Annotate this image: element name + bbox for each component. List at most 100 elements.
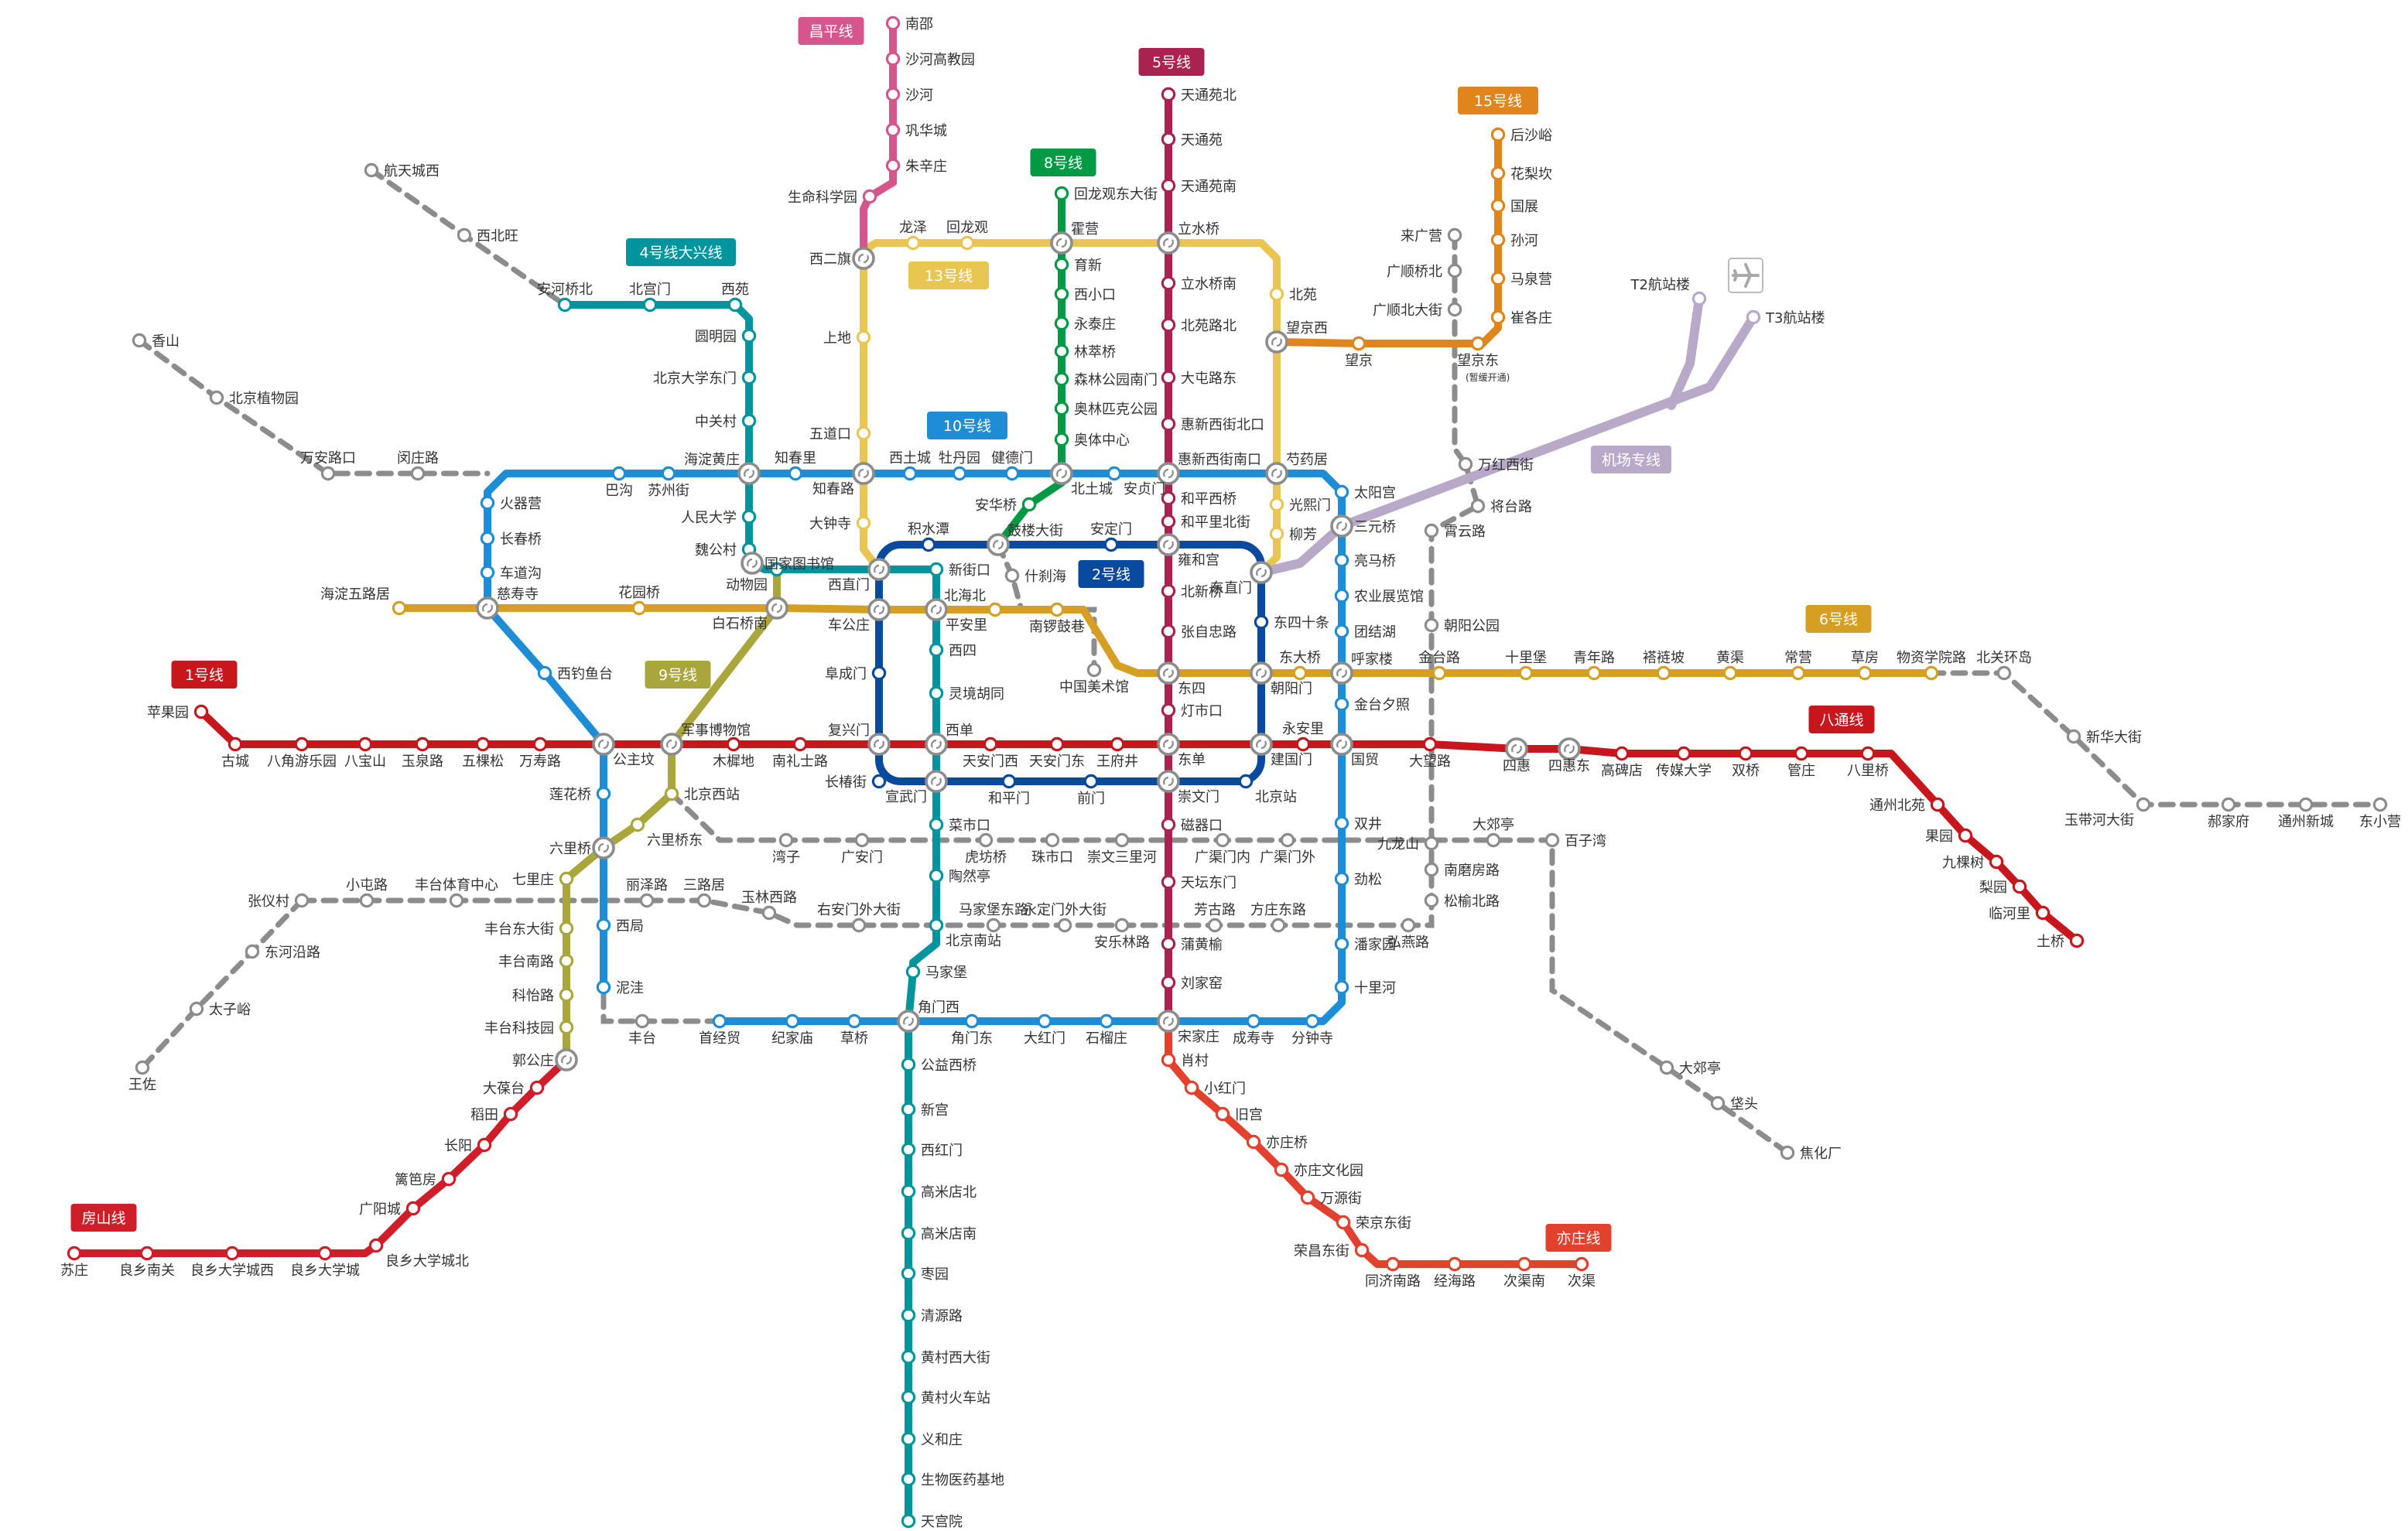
planned-station[interactable] (1470, 498, 1486, 514)
planned-station[interactable] (135, 1060, 150, 1075)
station[interactable] (67, 1246, 82, 1261)
station[interactable] (503, 1106, 518, 1122)
transfer-station[interactable] (737, 462, 761, 485)
planned-station[interactable] (1086, 662, 1102, 678)
station[interactable] (1336, 1215, 1351, 1230)
station[interactable] (317, 1246, 333, 1261)
station[interactable] (1300, 1190, 1315, 1205)
station[interactable] (1161, 275, 1176, 291)
station[interactable] (1021, 497, 1037, 512)
station[interactable] (1334, 552, 1349, 568)
planned-station[interactable] (1710, 1095, 1726, 1111)
planned-station[interactable] (986, 918, 1001, 933)
station[interactable] (1004, 466, 1020, 481)
station[interactable] (1746, 309, 1761, 325)
station[interactable] (1738, 746, 1753, 761)
planned-station[interactable] (2372, 797, 2388, 812)
station[interactable] (871, 665, 887, 681)
station[interactable] (1470, 336, 1486, 351)
station[interactable] (1334, 815, 1349, 831)
planned-station[interactable] (209, 390, 224, 405)
transfer-station[interactable] (592, 733, 615, 756)
station[interactable] (929, 685, 944, 701)
station[interactable] (921, 537, 936, 552)
planned-station[interactable] (359, 893, 375, 908)
station[interactable] (294, 736, 310, 752)
line-badge-l15[interactable]: 15号线 (1458, 87, 1538, 114)
station[interactable] (901, 1057, 916, 1072)
station[interactable] (1054, 401, 1069, 416)
transfer-station[interactable] (1250, 661, 1273, 685)
station[interactable] (441, 1171, 457, 1187)
station[interactable] (1054, 257, 1069, 272)
station[interactable] (1246, 1013, 1261, 1029)
transfer-station[interactable] (1265, 462, 1288, 485)
station[interactable] (901, 1389, 916, 1405)
station[interactable] (1161, 87, 1176, 102)
planned-station[interactable] (2066, 729, 2081, 744)
transfer-station[interactable] (925, 770, 948, 793)
station[interactable] (856, 330, 871, 345)
station[interactable] (901, 1184, 916, 1199)
station[interactable] (477, 1137, 492, 1153)
station[interactable] (480, 495, 495, 511)
station[interactable] (1490, 309, 1506, 325)
station[interactable] (1518, 665, 1534, 681)
station[interactable] (1110, 736, 1125, 752)
station[interactable] (596, 979, 611, 995)
planned-station[interactable] (1271, 918, 1286, 933)
station[interactable] (557, 297, 573, 313)
station[interactable] (475, 736, 491, 752)
station[interactable] (987, 602, 1003, 617)
station[interactable] (1161, 817, 1176, 832)
station[interactable] (392, 600, 407, 616)
station[interactable] (905, 964, 921, 979)
station[interactable] (480, 531, 495, 546)
planned-station[interactable] (978, 832, 994, 848)
station[interactable] (1490, 127, 1506, 142)
station[interactable] (902, 466, 918, 481)
station[interactable] (885, 87, 901, 102)
station[interactable] (1054, 371, 1069, 387)
planned-station[interactable] (851, 918, 867, 933)
station[interactable] (559, 1020, 574, 1035)
line-badge-yz[interactable]: 亦庄线 (1545, 1224, 1612, 1252)
station[interactable] (1334, 936, 1349, 952)
line-badge-l2[interactable]: 2号线 (1078, 560, 1144, 588)
station[interactable] (1161, 317, 1176, 333)
station[interactable] (1161, 1052, 1176, 1068)
station[interactable] (1054, 286, 1069, 302)
station[interactable] (929, 642, 944, 658)
station[interactable] (741, 328, 757, 343)
station[interactable] (415, 736, 430, 752)
planned-station[interactable] (1447, 227, 1462, 243)
station[interactable] (929, 918, 944, 933)
station[interactable] (1054, 432, 1069, 447)
station[interactable] (1238, 774, 1254, 789)
planned-station[interactable] (761, 905, 777, 921)
station[interactable] (1161, 132, 1176, 147)
station[interactable] (1431, 665, 1447, 681)
station[interactable] (357, 736, 373, 752)
station[interactable] (1269, 526, 1284, 542)
station[interactable] (964, 1013, 980, 1029)
station[interactable] (596, 786, 611, 801)
station[interactable] (1295, 736, 1311, 752)
station[interactable] (1334, 484, 1349, 500)
station[interactable] (529, 1080, 545, 1095)
transfer-station[interactable] (1157, 661, 1180, 685)
planned-station[interactable] (1447, 263, 1462, 279)
station[interactable] (871, 774, 887, 789)
station[interactable] (726, 736, 741, 752)
planned-station[interactable] (364, 162, 379, 178)
station[interactable] (856, 425, 871, 441)
planned-station[interactable] (1996, 665, 2012, 681)
station[interactable] (1490, 232, 1506, 248)
station[interactable] (901, 1307, 916, 1323)
station[interactable] (1099, 1013, 1114, 1029)
station[interactable] (1305, 1013, 1320, 1029)
station[interactable] (664, 786, 679, 801)
station[interactable] (1691, 291, 1707, 306)
planned-station[interactable] (1207, 918, 1223, 933)
station[interactable] (405, 1201, 421, 1216)
